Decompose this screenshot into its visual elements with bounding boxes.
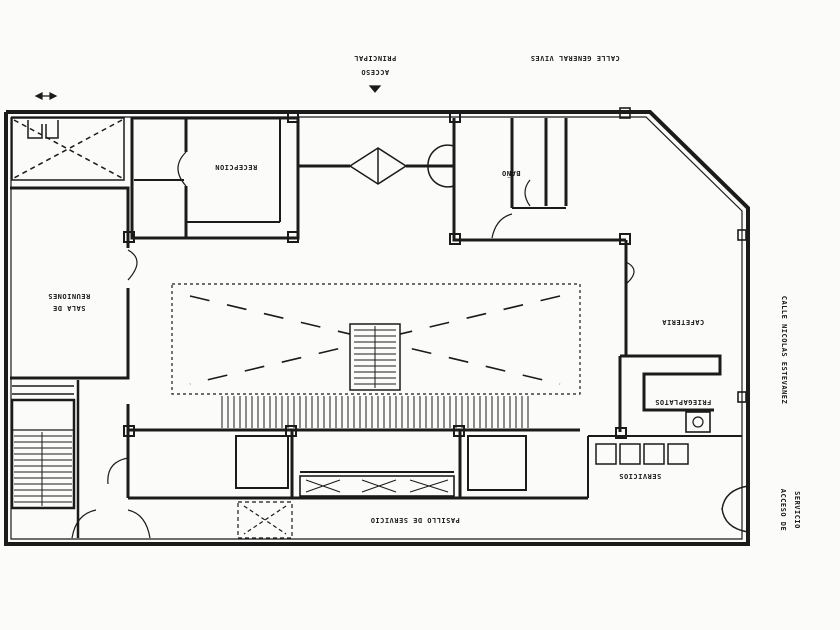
room-office-label: BAÑO (501, 169, 521, 177)
room-reception-label: RECEPCION (214, 163, 258, 171)
service-door (721, 485, 749, 533)
grand-steps (221, 396, 529, 428)
street-right-label: CALLE NICOLAS ESTEVANEZ (780, 295, 788, 405)
main-access-label-2: PRINCIPAL (353, 54, 397, 62)
service-access-label-2: SERVICIO (793, 491, 801, 529)
cafeteria-walls (618, 240, 722, 433)
service-corridor-label: PASILLO DE SERVICIO (370, 516, 460, 524)
central-stair (354, 326, 396, 388)
street-top-label: CALLE GENERAL VIVES (530, 54, 620, 62)
lower-left-stair-walls (10, 380, 97, 539)
room-cafeteria-label: CAFETERIA (661, 318, 705, 326)
meeting-room-walls (10, 186, 138, 380)
service-access-label-1: ACCESO DE (779, 488, 787, 532)
service-lift (237, 501, 293, 539)
lower-rooms (107, 404, 627, 539)
outer-walls (4, 110, 750, 546)
main-access-label-1: ACCESO (360, 68, 390, 76)
access-arrows (34, 85, 382, 100)
reception-walls (123, 111, 300, 243)
room-toilets-label: SERVICIOS (618, 472, 662, 480)
room-meeting-label-1: SALA DE (52, 304, 86, 312)
room-meeting-label-2: REUNIONES (47, 292, 91, 300)
entrance-doors (298, 144, 455, 188)
office-walls (449, 111, 631, 245)
room-dishwash-label: FRIEGAPLATOS (654, 398, 712, 406)
top-left-void (11, 117, 125, 181)
toilets (587, 435, 742, 498)
wall-posts (619, 107, 747, 403)
kitchen-fixtures (305, 479, 449, 493)
lower-left-stair (14, 432, 72, 506)
